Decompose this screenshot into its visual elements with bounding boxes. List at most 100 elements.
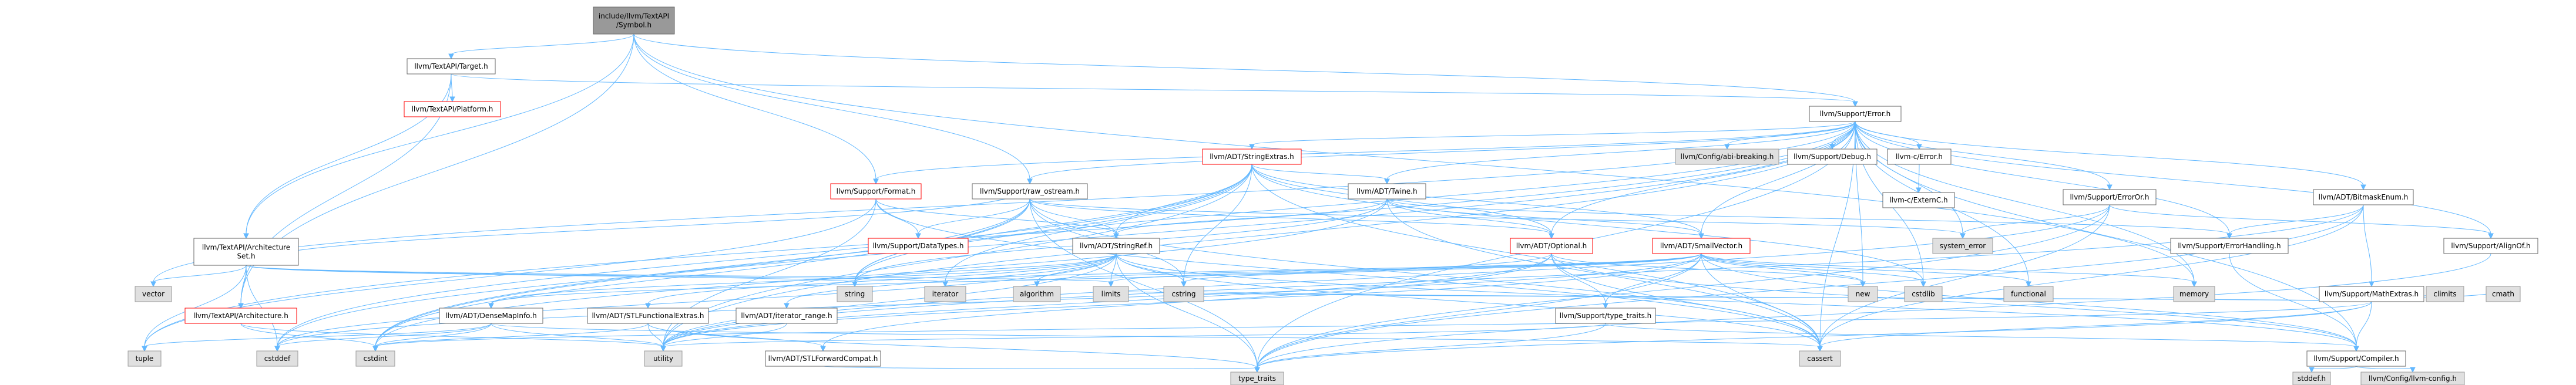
edge-line bbox=[1257, 253, 2491, 369]
node-label: llvm/Support/Debug.h bbox=[1794, 153, 1871, 161]
node-box bbox=[2313, 189, 2414, 205]
node-datatypes[interactable]: llvm/Support/DataTypes.h bbox=[868, 238, 969, 254]
node-label: llvm/TextAPI/Architecture bbox=[202, 244, 290, 252]
node-label: system_error bbox=[1940, 242, 1986, 250]
edge-line bbox=[491, 253, 1552, 305]
node-box bbox=[1202, 148, 1302, 165]
node-box bbox=[1809, 106, 1902, 122]
node-twine[interactable]: llvm/ADT/Twine.h bbox=[1348, 183, 1426, 200]
edge-line bbox=[1701, 253, 1924, 283]
node-stlforward[interactable]: llvm/ADT/STLForwardCompat.h bbox=[765, 350, 881, 367]
dependency-edge bbox=[1251, 164, 1390, 185]
dependency-edge bbox=[1551, 253, 1823, 352]
node-label: llvm/Support/Error.h bbox=[1820, 110, 1891, 118]
edge-line bbox=[663, 323, 787, 347]
edge-line bbox=[246, 265, 946, 283]
edge-line bbox=[1029, 121, 1856, 180]
edge-line bbox=[663, 121, 1856, 347]
node-errorhandling[interactable]: llvm/Support/ErrorHandling.h bbox=[2170, 238, 2289, 254]
dependency-edge bbox=[238, 33, 634, 309]
node-box bbox=[2063, 189, 2157, 205]
edge-line bbox=[1819, 301, 2372, 347]
dependency-edge bbox=[875, 198, 1119, 239]
edge-arrowhead bbox=[2226, 233, 2232, 239]
node-cmath: cmath bbox=[2486, 286, 2521, 302]
node-box bbox=[1093, 286, 1129, 302]
node-alignof[interactable]: llvm/Support/AlignOf.h bbox=[2443, 238, 2538, 254]
dependency-edge bbox=[875, 198, 921, 239]
edge-line bbox=[663, 253, 1117, 347]
edge-arrowhead bbox=[2026, 281, 2031, 288]
dependency-edge bbox=[1181, 253, 1702, 288]
node-platform[interactable]: llvm/TextAPI/Platform.h bbox=[404, 101, 501, 117]
edge-line bbox=[945, 164, 1252, 283]
node-box bbox=[193, 238, 299, 266]
edge-line bbox=[153, 265, 247, 283]
edge-line bbox=[1551, 253, 1863, 283]
node-externc[interactable]: llvm-c/ExternC.h bbox=[1882, 192, 1955, 208]
node-bitmaskenum[interactable]: llvm/ADT/BitmaskEnum.h bbox=[2313, 189, 2414, 205]
node-box bbox=[1848, 286, 1878, 302]
edge-arrowhead bbox=[1254, 367, 1260, 373]
node-typetraits[interactable]: llvm/Support/type_traits.h bbox=[1555, 308, 1656, 324]
edge-arrowhead bbox=[1113, 233, 1119, 239]
node-cerror[interactable]: llvm-c/Error.h bbox=[1887, 148, 1952, 165]
node-mathextras[interactable]: llvm/Support/MathExtras.h bbox=[2319, 286, 2424, 302]
node-box bbox=[404, 101, 501, 117]
edge-line bbox=[1036, 253, 1702, 283]
node-target[interactable]: llvm/TextAPI/Target.h bbox=[407, 58, 496, 75]
node-densemapinfo[interactable]: llvm/ADT/DenseMapInfo.h bbox=[439, 308, 543, 324]
node-rawostream[interactable]: llvm/Support/raw_ostream.h bbox=[972, 183, 1088, 200]
edge-line bbox=[1116, 253, 1184, 283]
node-format[interactable]: llvm/Support/Format.h bbox=[830, 183, 922, 200]
node-box bbox=[355, 350, 395, 367]
node-box bbox=[1555, 308, 1656, 324]
node-cstdlib: cstdlib bbox=[1904, 286, 1943, 302]
node-iteratorrange[interactable]: llvm/ADT/iterator_range.h bbox=[735, 308, 838, 324]
node-label: llvm/Config/llvm-config.h bbox=[2369, 374, 2457, 383]
node-stlfunctional[interactable]: llvm/ADT/STLFunctionalExtras.h bbox=[587, 308, 709, 324]
node-label: tuple bbox=[136, 354, 154, 363]
edge-line bbox=[1029, 198, 1552, 235]
node-label: llvm/Support/Format.h bbox=[837, 187, 916, 195]
node-optional[interactable]: llvm/ADT/Optional.h bbox=[1510, 238, 1593, 254]
edge-line bbox=[2356, 366, 2413, 369]
dependency-edge bbox=[1113, 198, 1388, 239]
node-stringextras[interactable]: llvm/ADT/StringExtras.h bbox=[1202, 148, 1302, 165]
edge-line bbox=[647, 323, 1258, 369]
node-label: vector bbox=[142, 290, 164, 298]
dependency-edge bbox=[1249, 121, 1856, 150]
dependency-edge bbox=[2309, 366, 2357, 373]
dependency-edge bbox=[1701, 253, 2031, 288]
node-compiler[interactable]: llvm/Support/Compiler.h bbox=[2306, 350, 2406, 367]
node-smallvector[interactable]: llvm/ADT/SmallVector.h bbox=[1652, 238, 1751, 254]
edge-arrowhead bbox=[448, 53, 454, 60]
edge-line bbox=[144, 265, 247, 347]
edge-line bbox=[240, 323, 376, 347]
edge-arrowhead bbox=[1108, 281, 1114, 288]
dependency-edge bbox=[372, 323, 649, 352]
node-label: llvm/Support/MathExtras.h bbox=[2325, 290, 2419, 298]
edge-line bbox=[1701, 121, 1856, 235]
node-abibreaking: llvm/Config/abi-breaking.h bbox=[1675, 148, 1779, 165]
edge-line bbox=[2109, 204, 2491, 235]
edge-arrowhead bbox=[1249, 144, 1255, 150]
node-label: llvm/ADT/STLFunctionalExtras.h bbox=[592, 312, 704, 320]
node-error[interactable]: llvm/Support/Error.h bbox=[1809, 106, 1902, 122]
dependency-edge bbox=[1116, 253, 1187, 288]
node-erroror[interactable]: llvm/Support/ErrorOr.h bbox=[2063, 189, 2157, 205]
node-label: string bbox=[845, 290, 865, 298]
node-stringref[interactable]: llvm/ADT/StringRef.h bbox=[1072, 238, 1160, 254]
node-label: cassert bbox=[1807, 354, 1833, 363]
edge-line bbox=[144, 323, 492, 347]
dependency-edge bbox=[1701, 253, 1926, 288]
node-box bbox=[407, 58, 496, 75]
edge-arrowhead bbox=[1817, 346, 1823, 352]
node-label: llvm-c/ExternC.h bbox=[1889, 196, 1947, 204]
dependency-edge bbox=[1701, 253, 1866, 288]
node-debug[interactable]: llvm/Support/Debug.h bbox=[1787, 148, 1878, 165]
edge-arrowhead bbox=[660, 346, 666, 352]
edge-line bbox=[1386, 198, 2230, 235]
node-arch[interactable]: llvm/TextAPI/Architecture.h bbox=[184, 308, 297, 324]
